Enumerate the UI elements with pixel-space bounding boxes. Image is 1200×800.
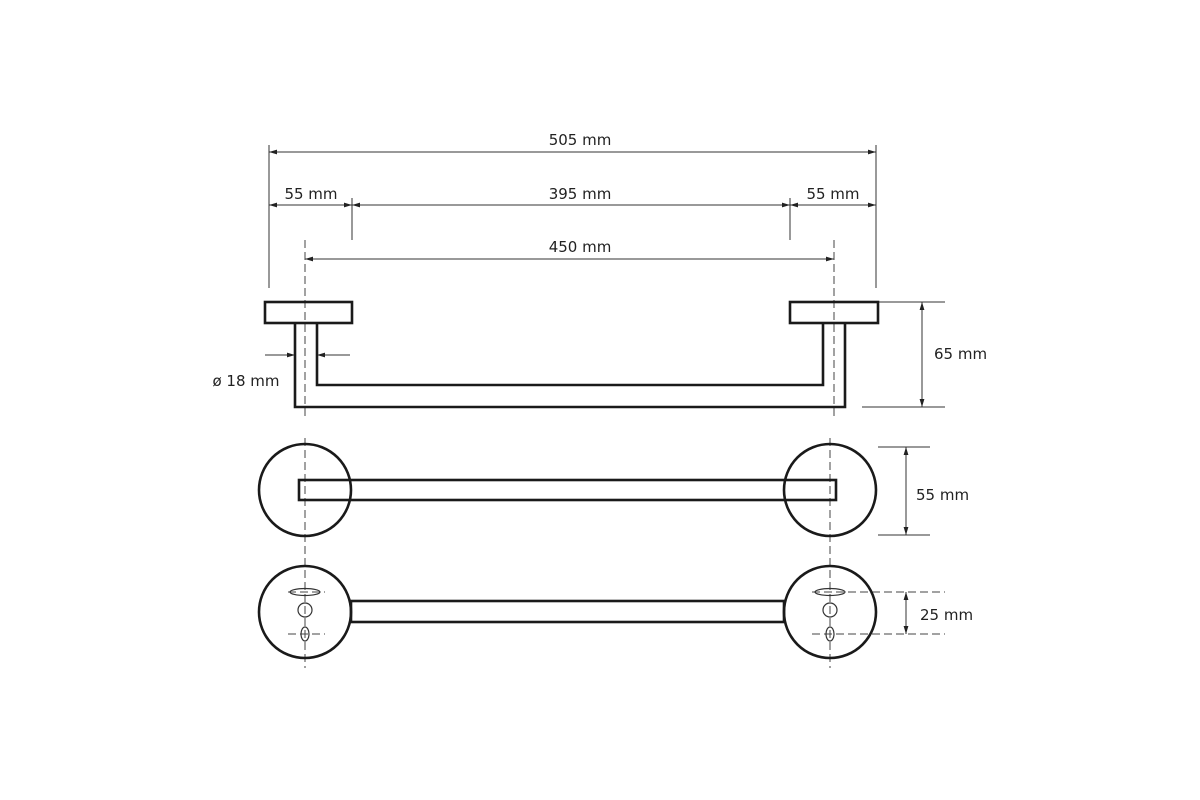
flange-diameter-label: 55 mm: [916, 486, 969, 504]
dimension-lines: [265, 149, 925, 634]
mounting-holes-left: [289, 587, 321, 642]
top-view: [257, 442, 878, 538]
front-view: [263, 300, 880, 409]
tube-diameter-label: ø 18 mm: [212, 372, 279, 390]
center-distance-label: 450 mm: [549, 238, 612, 256]
depth-label: 65 mm: [934, 345, 987, 363]
overall-width-label: 505 mm: [549, 131, 612, 149]
between-flanges-label: 395 mm: [549, 185, 612, 203]
rear-view: [257, 564, 878, 660]
left-flange-label: 55 mm: [284, 185, 337, 203]
mounting-holes-right: [814, 587, 846, 642]
right-flange-label: 55 mm: [806, 185, 859, 203]
dimension-labels: 505 mm 55 mm 395 mm 55 mm 450 mm ø 18 mm…: [212, 131, 987, 624]
center-lines: [288, 240, 945, 668]
extension-lines: [268, 145, 945, 536]
hole-spacing-label: 25 mm: [920, 606, 973, 624]
